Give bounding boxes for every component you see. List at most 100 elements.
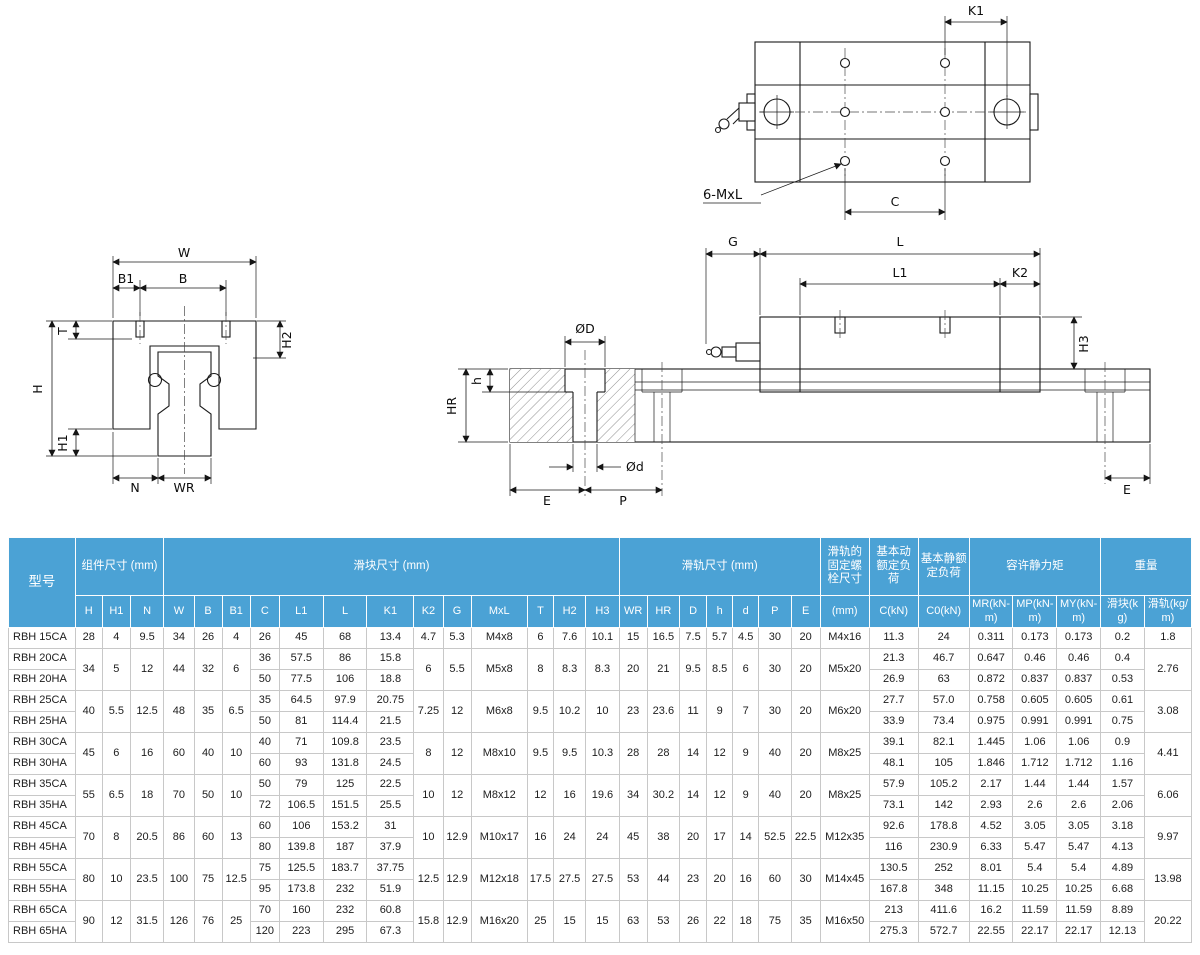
column-header: H3 (585, 595, 620, 628)
cell-H1: 4 (101, 627, 131, 649)
dim-label-h1: H1 (55, 434, 70, 451)
dimension-lines (458, 248, 1151, 496)
group-header: 基本静额定负荷 (917, 537, 970, 596)
cell-H3: 19.6 (585, 774, 620, 817)
cell-Cdyn: 21.3 (868, 648, 919, 670)
cell-K2: 4.7 (413, 627, 444, 649)
cell-P: 52.5 (758, 816, 792, 859)
cell-rail_kg: 2.76 (1143, 648, 1193, 691)
cell-B: 32 (193, 648, 223, 691)
cell-h: 12 (706, 774, 734, 817)
column-header: L (322, 595, 368, 628)
cell-H3: 10.3 (585, 732, 620, 775)
cell-K1: 21.5 (366, 711, 415, 733)
cell-C: 60 (249, 753, 280, 775)
cell-K1: 20.75 (366, 690, 415, 712)
column-header: WR (618, 595, 648, 628)
cell-bolt: M14x45 (819, 858, 870, 901)
mounting-holes (760, 57, 1024, 167)
cell-MY: 10.25 (1056, 879, 1102, 901)
cell-MP: 0.605 (1012, 690, 1058, 712)
cell-D: 20 (679, 816, 708, 859)
cell-MR: 2.93 (968, 795, 1014, 817)
cell-K1: 37.9 (366, 837, 415, 859)
cell-rail_kg: 4.41 (1143, 732, 1193, 775)
cell-MR: 1.846 (968, 753, 1014, 775)
cell-bolt: M12x35 (819, 816, 870, 859)
cell-Cdyn: 167.8 (868, 879, 919, 901)
column-header: K1 (366, 595, 415, 628)
cell-G: 12 (442, 774, 472, 817)
cell-B1: 4 (221, 627, 251, 649)
cell-L1: 77.5 (278, 669, 324, 691)
cell-C0: 82.1 (917, 732, 970, 754)
cell-H: 45 (74, 732, 103, 775)
cell-E: 20 (790, 690, 821, 733)
cell-T: 9.5 (526, 732, 554, 775)
cell-d: 9 (732, 732, 760, 775)
cell-MR: 0.311 (968, 627, 1014, 649)
cell-E: 20 (790, 648, 821, 691)
cell-L1: 64.5 (278, 690, 324, 712)
cell-H2: 16 (552, 774, 587, 817)
cell-L: 183.7 (322, 858, 368, 880)
cell-K1: 24.5 (366, 753, 415, 775)
cell-HR: 21 (646, 648, 681, 691)
cell-H1: 6 (101, 732, 131, 775)
cell-L: 187 (322, 837, 368, 859)
cell-C0: 46.7 (917, 648, 970, 670)
cell-L: 106 (322, 669, 368, 691)
cell-MxL: M16x20 (470, 900, 528, 943)
dim-label-n: N (130, 480, 139, 495)
group-header: 重量 (1100, 537, 1192, 596)
cell-B1: 10 (221, 732, 251, 775)
cell-L: 125 (322, 774, 368, 796)
cell-WR: 23 (618, 690, 648, 733)
dim-label-h: H (30, 384, 45, 393)
cell-block_kg: 6.68 (1100, 879, 1145, 901)
cell-MY: 3.05 (1056, 816, 1102, 838)
cell-L1: 71 (278, 732, 324, 754)
dim-label-h2: H2 (279, 331, 294, 348)
dim-label-b: B (179, 271, 188, 286)
dimension-lines (703, 16, 1008, 220)
group-header: 滑轨尺寸 (mm) (618, 537, 821, 596)
cell-h: 20 (706, 858, 734, 901)
cell-h: 5.7 (706, 627, 734, 649)
cell-H: 34 (74, 648, 103, 691)
dim-label-g: G (728, 234, 738, 249)
cell-MY: 0.837 (1056, 669, 1102, 691)
column-header: 滑轨(kg/m) (1143, 595, 1193, 628)
column-header: MxL (470, 595, 528, 628)
cell-C: 50 (249, 711, 280, 733)
cell-H2: 10.2 (552, 690, 587, 733)
cell-Cdyn: 130.5 (868, 858, 919, 880)
cell-MR: 0.872 (968, 669, 1014, 691)
column-header: C0(kN) (917, 595, 970, 628)
cell-K1: 60.8 (366, 900, 415, 922)
cell-H1: 12 (101, 900, 131, 943)
cell-L1: 223 (278, 921, 324, 943)
cell-W: 44 (163, 648, 195, 691)
cell-K1: 51.9 (366, 879, 415, 901)
cell-H2: 27.5 (552, 858, 587, 901)
cell-B1: 6.5 (221, 690, 251, 733)
cell-d: 4.5 (732, 627, 760, 649)
dim-label-e-right: E (1123, 482, 1131, 497)
cell-N: 18 (129, 774, 165, 817)
engineering-drawings: K1 C 6-MxL (30, 3, 1151, 508)
cell-H3: 10.1 (585, 627, 620, 649)
cell-E: 35 (790, 900, 821, 943)
cell-rail_kg: 3.08 (1143, 690, 1193, 733)
cell-K2: 10 (413, 816, 444, 859)
column-header: E (790, 595, 821, 628)
cell-H: 80 (74, 858, 103, 901)
cell-L1: 93 (278, 753, 324, 775)
column-header: B (193, 595, 223, 628)
cell-MR: 2.17 (968, 774, 1014, 796)
column-header: MY(kN-m) (1056, 595, 1102, 628)
cell-H2: 8.3 (552, 648, 587, 691)
cell-HR: 44 (646, 858, 681, 901)
